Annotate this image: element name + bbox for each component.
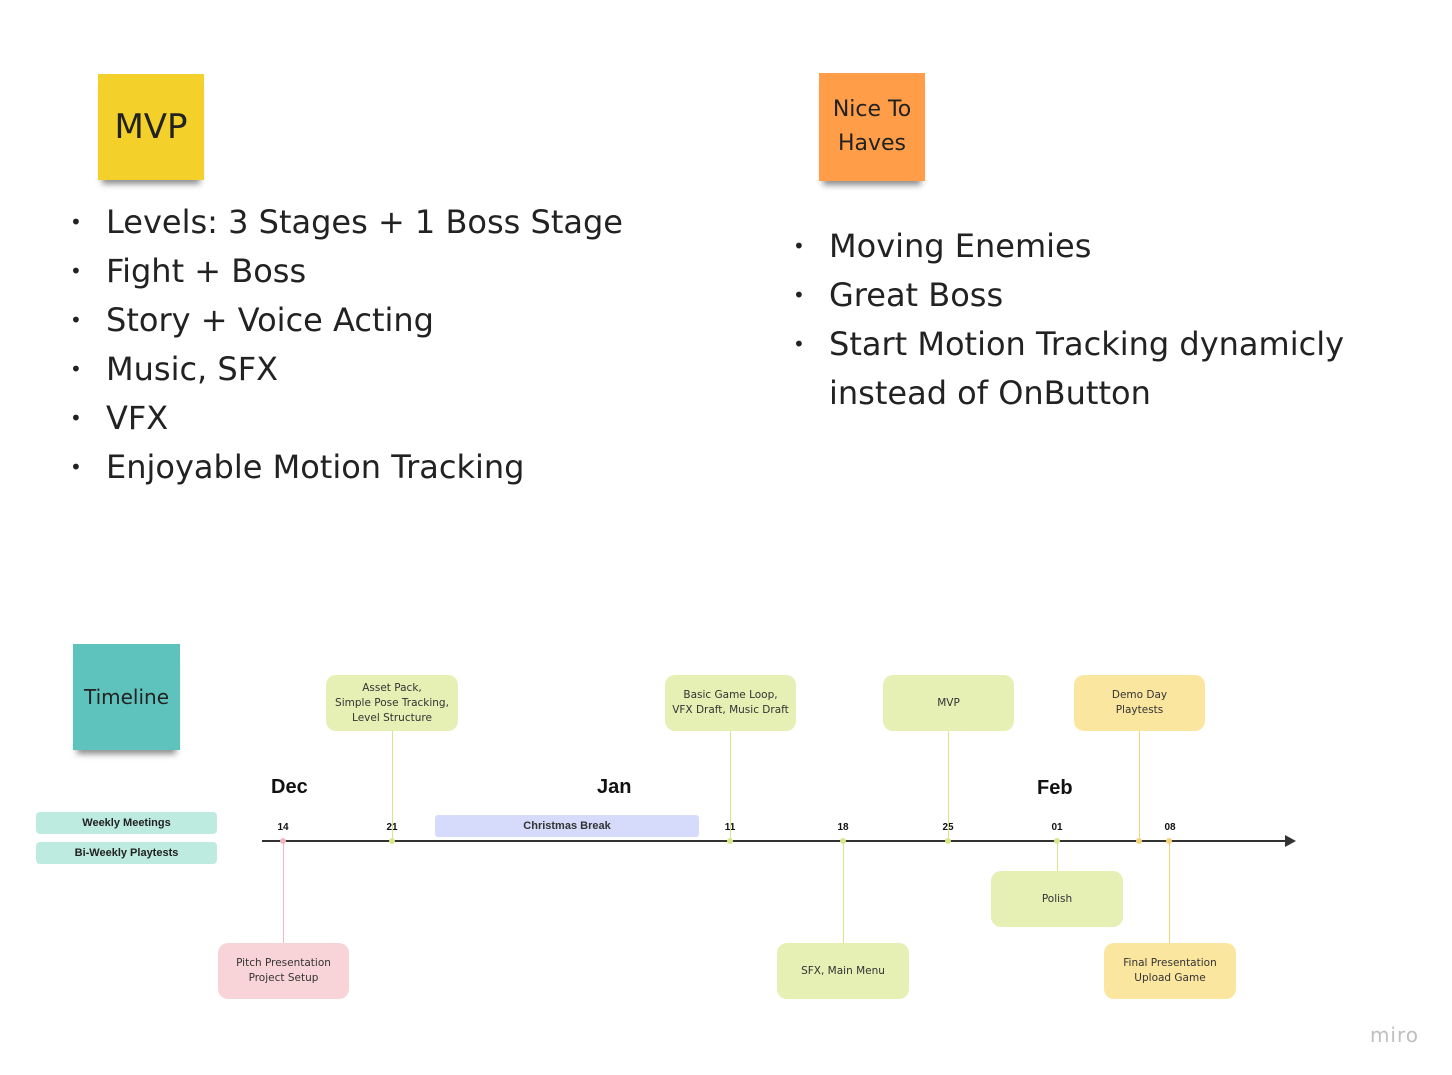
milestone-text: Demo Day Playtests [1111,689,1168,716]
milestone-marker [1136,838,1142,844]
milestone-basic-game-loop[interactable]: Basic Game Loop, VFX Draft, Music Draft [665,675,796,731]
milestone-connector [843,841,844,943]
milestone-connector [1057,841,1058,871]
milestone-connector [1139,730,1140,841]
mvp-item: Story + Voice Acting [68,296,688,345]
weekly-meetings-tag[interactable]: Weekly Meetings [36,812,217,834]
mvp-sticky-note[interactable]: MVP [98,74,204,180]
biweekly-playtests-tag[interactable]: Bi-Weekly Playtests [36,842,217,864]
milestone-text: Polish [1041,892,1073,905]
nice-item: Moving Enemies [791,222,1411,271]
milestone-text: Final Presentation Upload Game [1123,957,1217,984]
milestone-demo-day[interactable]: Demo Day Playtests [1074,675,1205,731]
timeline-sticky-note[interactable]: Timeline [73,644,180,750]
milestone-connector [283,841,284,943]
mvp-item: VFX [68,394,688,443]
mvp-item: Fight + Boss [68,247,688,296]
nice-to-haves-list: Moving Enemies Great Boss Start Motion T… [791,222,1411,418]
milestone-connector [392,730,393,841]
milestone-sfx-main-menu[interactable]: SFX, Main Menu [777,943,909,999]
milestone-marker [727,838,733,844]
month-label-dec: Dec [271,776,308,798]
month-label-jan: Jan [597,776,632,798]
date-tick: 14 [277,822,289,833]
nice-to-haves-sticky-note[interactable]: Nice To Haves [819,73,925,181]
nice-to-haves-title: Nice To Haves [832,97,912,156]
mvp-item: Levels: 3 Stages + 1 Boss Stage [68,198,688,247]
mvp-item: Enjoyable Motion Tracking [68,443,688,492]
milestone-marker [1054,838,1060,844]
milestone-mvp[interactable]: MVP [883,675,1014,731]
milestone-marker [840,838,846,844]
milestone-asset-pack[interactable]: Asset Pack, Simple Pose Tracking, Level … [326,675,458,731]
nice-item: Great Boss [791,271,1411,320]
timeline-arrow-icon [1285,835,1296,847]
milestone-connector [730,730,731,841]
date-tick: 18 [837,822,849,833]
mvp-item: Music, SFX [68,345,688,394]
milestone-connector [948,730,949,841]
christmas-break-bar[interactable]: Christmas Break [435,815,699,837]
milestone-text: SFX, Main Menu [801,964,885,977]
mvp-list: Levels: 3 Stages + 1 Boss Stage Fight + … [68,198,688,492]
milestone-marker [1166,838,1172,844]
milestone-polish[interactable]: Polish [991,871,1123,927]
milestone-text: Basic Game Loop, VFX Draft, Music Draft [672,689,789,716]
date-tick: 01 [1051,822,1063,833]
milestone-text: MVP [937,696,960,709]
nice-item: Start Motion Tracking dynamicly instead … [791,320,1369,418]
date-tick: 08 [1164,822,1176,833]
milestone-text: Asset Pack, Simple Pose Tracking, Level … [335,681,449,724]
milestone-marker [280,838,286,844]
milestone-connector [1169,841,1170,943]
milestone-final-presentation[interactable]: Final Presentation Upload Game [1104,943,1236,999]
month-label-feb: Feb [1037,777,1073,799]
milestone-text: Pitch Presentation Project Setup [236,957,331,984]
milestone-marker [389,838,395,844]
miro-logo: miro [1369,1023,1419,1047]
milestone-marker [945,838,951,844]
milestone-pitch-presentation[interactable]: Pitch Presentation Project Setup [218,943,349,999]
timeline-axis [262,840,1288,842]
